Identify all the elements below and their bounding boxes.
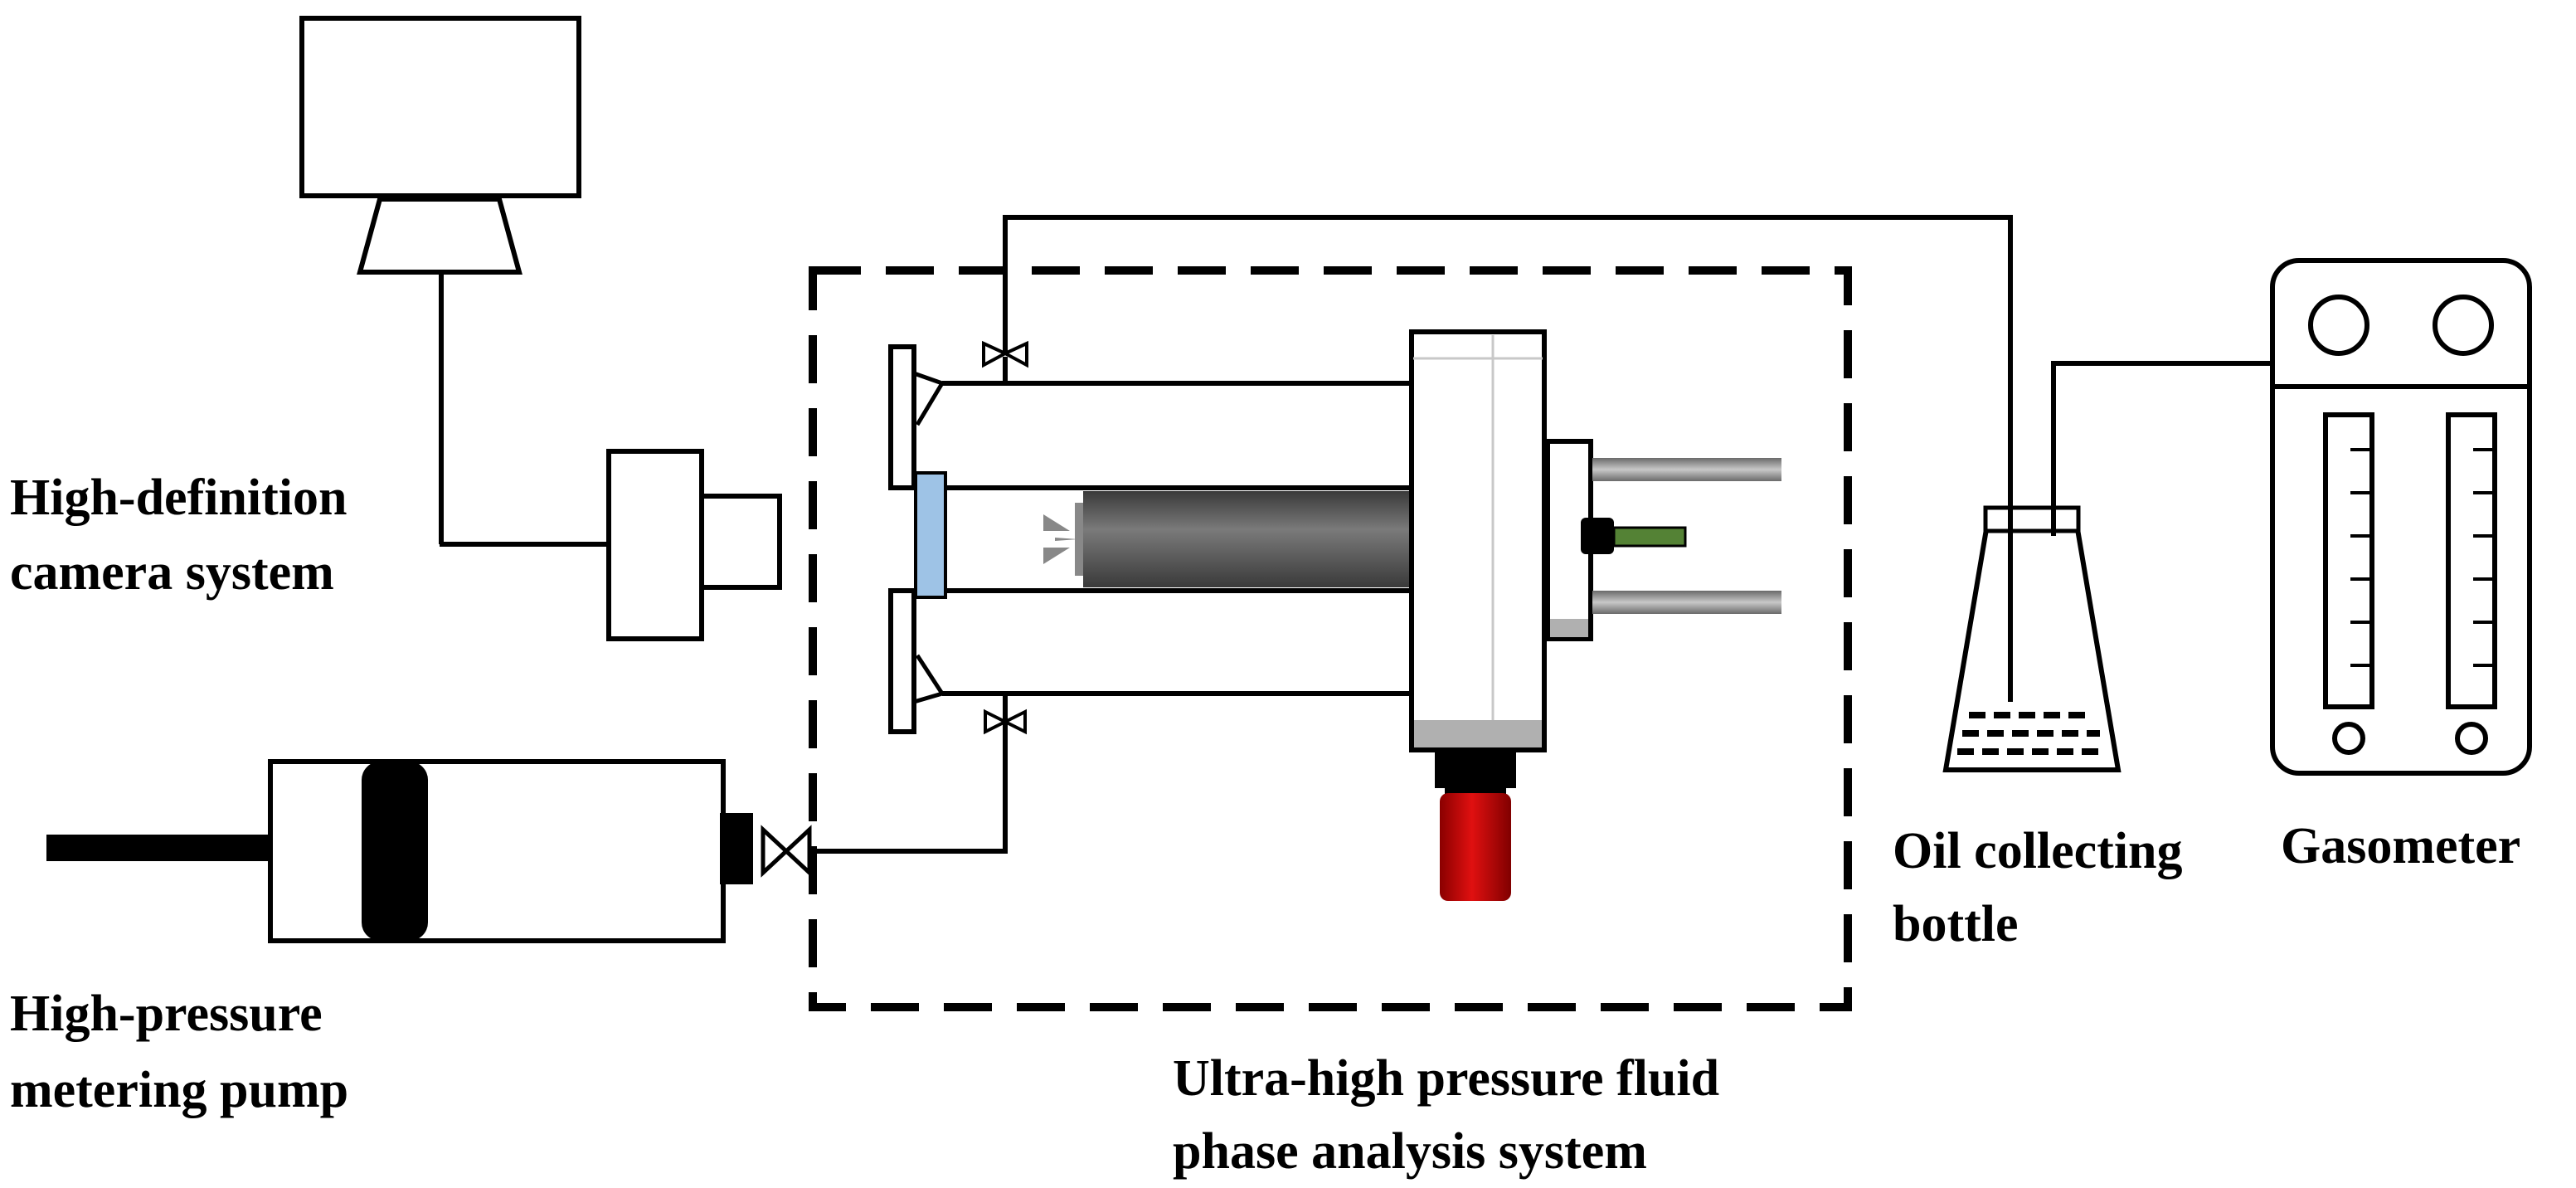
camera-label-line1: High-definition xyxy=(10,470,348,526)
pump-barrel xyxy=(268,759,726,943)
cell-flange-bottom-band xyxy=(1414,720,1542,747)
sapphire-window xyxy=(914,471,947,599)
gas-meter-icon xyxy=(2270,258,2532,776)
tie-bolt xyxy=(1592,591,1781,614)
pump-label-line2: metering pump xyxy=(10,1062,348,1118)
erlenmeyer-flask-icon xyxy=(1942,501,2122,772)
cell-flange-block xyxy=(1409,329,1547,752)
piston-tip-icon xyxy=(1043,503,1083,576)
pump-piston xyxy=(362,762,428,941)
heater-icon xyxy=(1440,793,1511,901)
sensor-probe xyxy=(1612,526,1687,548)
syringe-pump-icon xyxy=(46,759,753,943)
analysis-label-line1: Ultra-high pressure fluid xyxy=(1173,1050,1719,1107)
needle-valve-icon xyxy=(982,340,1028,368)
gasometer-scale-ticks xyxy=(2350,448,2495,667)
left-flange-bottom xyxy=(888,588,916,734)
inlet-line xyxy=(775,694,1008,854)
bottle-label-line1: Oil collecting xyxy=(1893,823,2183,879)
pump-label-line1: High-pressure xyxy=(10,986,323,1042)
heater-connector xyxy=(1435,750,1516,788)
bottle-label-line2: bottle xyxy=(1893,896,2019,952)
monitor-icon xyxy=(299,16,581,275)
camera-label-line2: camera system xyxy=(10,544,334,601)
analysis-system-boundary xyxy=(809,266,1852,1011)
outlet-line xyxy=(1003,215,2013,697)
sensor-connector xyxy=(1581,518,1614,554)
camera-icon xyxy=(606,449,782,641)
left-flange-top xyxy=(888,344,916,490)
analysis-label-line2: phase analysis system xyxy=(1173,1123,1647,1180)
gas-line xyxy=(2051,361,2274,501)
high-pressure-cell xyxy=(888,329,1781,901)
needle-valve-icon xyxy=(984,708,1027,735)
pump-outlet-fitting xyxy=(720,813,753,884)
tie-bolt xyxy=(1592,458,1781,481)
gasometer-label: Gasometer xyxy=(2281,818,2520,874)
needle-valve-icon xyxy=(761,825,812,878)
